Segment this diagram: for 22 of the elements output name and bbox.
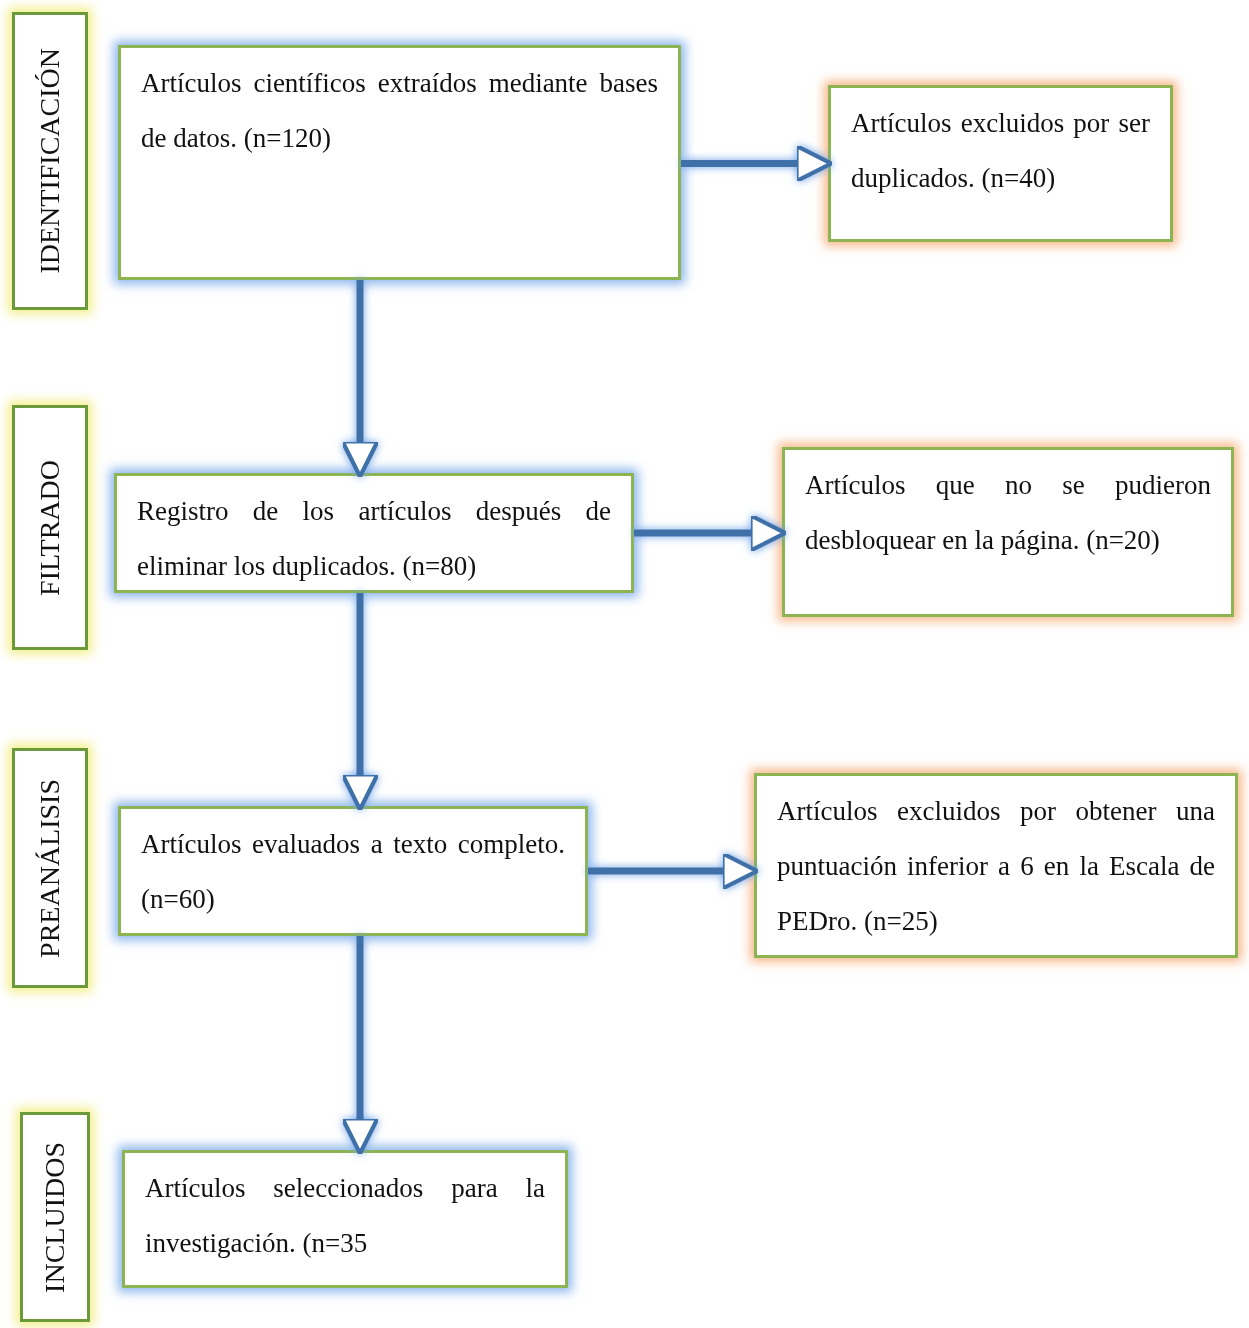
stage-label-box [12,748,88,988]
box-text: Artículos seleccionados para la investigación. (n=35 [144,1172,546,1260]
box-text: Artículos excluidos por obtener una puntuación inferior a 6 en la Escala de PEDro. (n=25) [776,795,1216,938]
process-box [118,45,681,280]
box-text: Artículos excluidos por ser duplicados. (n=40) [850,107,1151,195]
exclusion-box [782,447,1234,617]
process-box [118,806,588,936]
stage-label-box [20,1112,90,1322]
process-box [122,1150,568,1288]
stage-label: FILTRADO [36,459,64,596]
box-text: Registro de los artículos después de eliminar los duplicados. (n=80) [136,495,612,583]
stage-label: PREANÁLISIS [36,778,64,958]
stage-label-box [12,12,88,310]
stage-label: INCLUIDOS [41,1141,69,1293]
stage-label: IDENTIFICACIÓN [36,48,64,274]
stage-label-box [12,405,88,650]
box-text: Artículos evaluados a texto completo. (n=60) [140,828,566,916]
box-text: Artículos que no se pudieron desbloquear en la página. (n=20) [804,469,1212,557]
box-text: Artículos científicos extraídos mediante bases de datos. (n=120) [140,67,659,155]
process-box [114,473,634,593]
exclusion-box [828,85,1173,242]
exclusion-box [754,773,1238,958]
